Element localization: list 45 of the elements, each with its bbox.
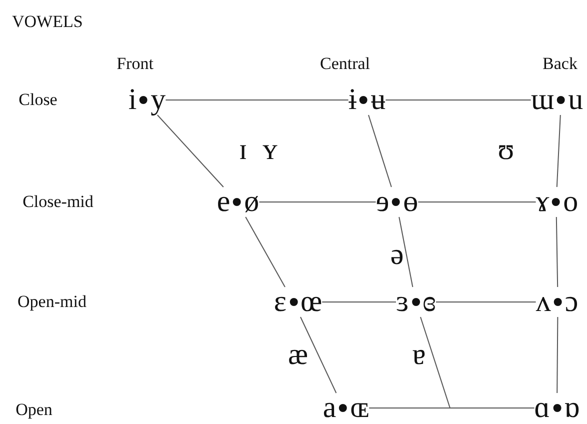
- connector-line: [245, 216, 286, 288]
- vowel-symbol: ə: [390, 238, 404, 272]
- vowel-symbol: e: [216, 187, 230, 217]
- vowel-symbol: ɜ: [396, 287, 409, 317]
- vowel-symbol: ɔ: [564, 287, 578, 317]
- vowel-symbol: o: [563, 187, 578, 217]
- vowel-symbol: ʏ: [262, 133, 278, 167]
- vowel-symbol: ɨ: [348, 85, 357, 115]
- vowel-symbol: ʌ: [536, 287, 551, 317]
- vowel-symbol: ɞ: [422, 287, 436, 317]
- connector-line: [556, 216, 558, 288]
- vowel-symbol: ɯ: [530, 85, 554, 115]
- vowel-symbol: ʉ: [370, 85, 386, 115]
- vowel-symbol: ɪ: [238, 133, 248, 167]
- vowel-symbol: æ: [288, 338, 308, 372]
- axis-label: Open: [16, 400, 52, 420]
- connector-line: [556, 114, 561, 188]
- axis-label: Open-mid: [18, 292, 86, 312]
- vowel-symbol: ɒ: [564, 393, 580, 423]
- axis-label: Central: [320, 54, 370, 74]
- vowel-symbol: ɵ: [403, 187, 418, 217]
- axis-label: Close-mid: [22, 192, 94, 212]
- connector-line: [556, 316, 558, 394]
- vowel-symbol: ɐ: [412, 338, 426, 372]
- vowel-symbol: ɛ: [274, 287, 286, 317]
- vowel-symbol: y: [150, 85, 166, 115]
- vowel-symbol: ɤ: [536, 187, 550, 217]
- chart-title: VOWELS: [12, 12, 83, 32]
- axis-label: Front: [116, 54, 154, 74]
- vowel-symbol: u: [568, 85, 584, 115]
- vowel-symbol: i: [128, 85, 137, 115]
- connector-line: [420, 316, 450, 408]
- connector-line: [368, 114, 392, 188]
- connector-line: [398, 216, 414, 288]
- vowel-symbol: ɘ: [376, 187, 390, 217]
- vowel-symbol: ɑ: [534, 393, 550, 423]
- connector-line: [156, 114, 224, 188]
- vowel-symbol: ø: [244, 187, 260, 217]
- vowel-symbol: œ: [300, 287, 322, 317]
- vowel-symbol: ɶ: [350, 393, 370, 423]
- vowel-symbol: ʊ: [498, 133, 514, 167]
- connector-line: [300, 316, 337, 394]
- axis-label: Close: [18, 90, 58, 110]
- vowel-symbol: a: [322, 393, 336, 423]
- axis-label: Back: [542, 54, 578, 74]
